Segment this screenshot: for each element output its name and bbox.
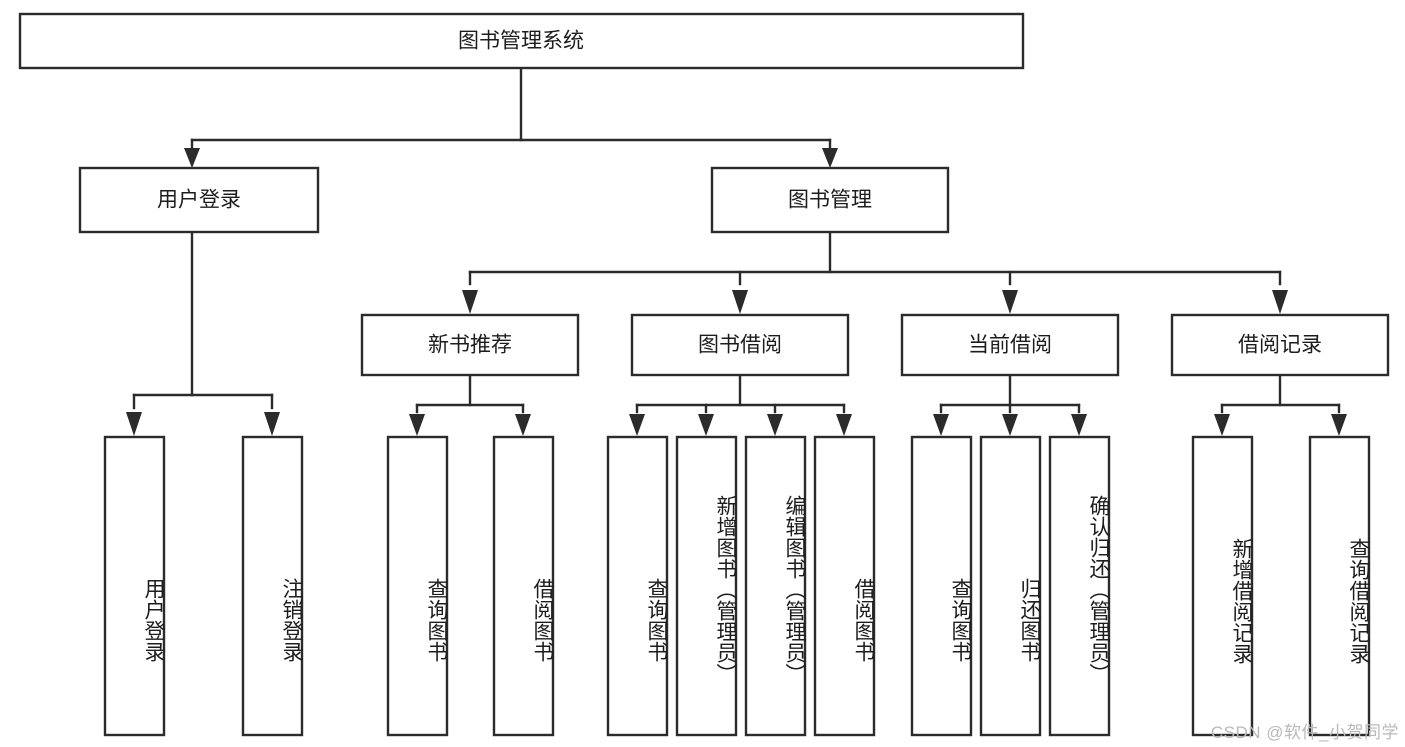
node-box [18,12,1025,70]
arrow-head-icon [462,290,478,314]
node-box [630,313,850,377]
node-box-leaf-user-login[interactable] [103,435,166,737]
arrow-head-icon [629,414,645,436]
connector-userlogin-to-leaves [126,230,280,436]
arrow-head-icon [1272,290,1288,314]
node-box [900,313,1120,377]
node-root[interactable]: 图书管理系统 [18,12,1025,70]
connector-borrowrecord-to-leaves [1214,373,1347,436]
arrow-head-icon [732,290,748,314]
node-new-book-rec[interactable]: 新书推荐 [360,313,580,377]
node-box-leaf-query-book-2[interactable] [606,435,669,737]
arrow-head-icon [515,414,531,436]
arrow-head-icon [126,412,142,436]
arrow-head-icon [1331,414,1347,436]
node-box-leaf-query-record[interactable] [1308,435,1371,737]
arrow-head-icon [698,414,714,436]
connector-bookmanage-to-level3 [462,230,1288,314]
arrow-head-icon [1071,414,1087,436]
node-box-leaf-borrow-book-1[interactable] [492,435,555,737]
node-box-leaf-query-book-1[interactable] [386,435,449,737]
node-current-borrow[interactable]: 当前借阅 [900,313,1120,377]
node-user-login[interactable]: 用户登录 [78,166,320,234]
node-box [78,166,320,234]
arrow-head-icon [933,414,949,436]
node-box-leaf-edit-book[interactable] [744,435,807,737]
node-book-manage[interactable]: 图书管理 [710,166,950,234]
arrow-head-icon [1002,290,1018,314]
node-label: 图书管理系统 [458,30,584,53]
arrow-head-icon [767,414,783,436]
node-label: 借阅记录 [1238,334,1322,357]
node-label: 图书借阅 [698,334,782,357]
node-label: 新书推荐 [428,334,512,357]
arrow-head-icon [836,414,852,436]
connector-currentborrow-to-leaves [933,373,1087,436]
node-box-leaf-user-logout[interactable] [241,435,304,737]
arrow-head-icon [1214,414,1230,436]
node-box [710,166,950,234]
connector-newbookrec-to-leaves [409,373,531,436]
arrow-head-icon [409,414,425,436]
node-box [1170,313,1390,377]
node-borrow-record[interactable]: 借阅记录 [1170,313,1390,377]
connector-root-to-level2 [184,66,838,168]
arrow-head-icon [822,148,838,168]
node-label: 当前借阅 [968,334,1052,357]
node-box-leaf-add-book[interactable] [675,435,738,737]
node-box-leaf-confirm-return[interactable] [1048,435,1111,737]
node-label: 图书管理 [788,189,872,212]
node-box-leaf-query-book-3[interactable] [910,435,973,737]
node-box [360,313,580,377]
watermark-text: CSDN @软件_小贺同学 [1210,723,1399,742]
node-label: 用户登录 [157,189,241,212]
arrow-head-icon [264,412,280,436]
node-book-borrow[interactable]: 图书借阅 [630,313,850,377]
node-box-leaf-borrow-book-2[interactable] [813,435,876,737]
node-box-leaf-return-book[interactable] [979,435,1042,737]
connector-bookborrow-to-leaves [629,373,852,436]
node-box-leaf-add-record[interactable] [1191,435,1254,737]
arrow-head-icon [184,148,200,168]
arrow-head-icon [1002,414,1018,436]
